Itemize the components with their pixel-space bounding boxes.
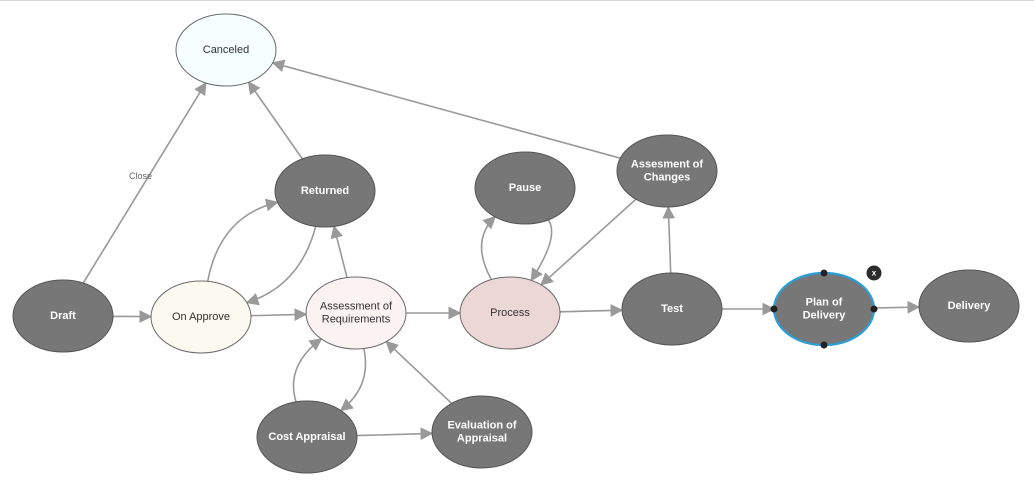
edge-draft-to-canceled[interactable] bbox=[83, 83, 206, 283]
node-label-eval-appraisal-line-1: Evaluation of bbox=[447, 419, 516, 431]
node-label-eval-appraisal-line-2: Appraisal bbox=[457, 432, 507, 444]
node-label-assessment-changes-line-2: Changes bbox=[644, 171, 690, 183]
node-delivery[interactable]: Delivery bbox=[919, 270, 1019, 342]
edge-assessment-req-to-returned[interactable] bbox=[334, 226, 347, 277]
node-on-approve[interactable]: On Approve bbox=[151, 281, 251, 353]
edge-cost-appraisal-to-assessment-req[interactable] bbox=[294, 339, 322, 402]
node-label-cost-appraisal: Cost Appraisal bbox=[268, 431, 345, 443]
edge-returned-to-canceled[interactable] bbox=[249, 82, 303, 159]
node-test[interactable]: Test bbox=[622, 273, 722, 345]
node-label-draft: Draft bbox=[50, 310, 76, 322]
edge-process-to-test[interactable] bbox=[560, 310, 622, 312]
node-process[interactable]: Process bbox=[460, 277, 560, 349]
node-label-plan-delivery-line-2: Delivery bbox=[803, 309, 847, 321]
node-label-canceled: Canceled bbox=[203, 44, 249, 56]
node-returned[interactable]: Returned bbox=[275, 155, 375, 227]
edge-returned-to-on-approve[interactable] bbox=[247, 226, 316, 302]
edge-pause-to-process[interactable] bbox=[531, 220, 551, 281]
node-label-assessment-req-line-2: Requirements bbox=[322, 313, 391, 325]
delete-node-button[interactable]: x bbox=[867, 266, 882, 281]
node-canceled[interactable]: Canceled bbox=[176, 14, 276, 86]
edge-assessment-req-to-cost-appraisal[interactable] bbox=[341, 349, 366, 411]
node-label-test: Test bbox=[661, 303, 683, 315]
edge-eval-appraisal-to-assessment-req[interactable] bbox=[386, 342, 451, 404]
edge-plan-delivery-to-delivery[interactable] bbox=[874, 307, 919, 308]
resize-handle-top[interactable] bbox=[821, 270, 828, 277]
node-label-on-approve: On Approve bbox=[172, 311, 230, 323]
edge-on-approve-to-returned[interactable] bbox=[208, 202, 278, 281]
edge-test-to-assessment-changes[interactable] bbox=[668, 207, 670, 273]
node-label-returned: Returned bbox=[301, 185, 349, 197]
edge-cost-appraisal-to-eval-appraisal[interactable] bbox=[357, 433, 432, 435]
node-cost-appraisal[interactable]: Cost Appraisal bbox=[257, 401, 357, 473]
edge-label-draft-to-canceled: Close bbox=[129, 171, 152, 181]
node-label-assessment-changes-line-1: Assesment of bbox=[631, 158, 703, 170]
node-draft[interactable]: Draft bbox=[13, 280, 113, 352]
node-label-plan-delivery-line-1: Plan of bbox=[806, 296, 843, 308]
edges-layer bbox=[83, 63, 919, 436]
edge-process-to-pause[interactable] bbox=[482, 217, 496, 280]
node-pause[interactable]: Pause bbox=[475, 152, 575, 224]
resize-handle-left[interactable] bbox=[771, 306, 778, 313]
resize-handle-right[interactable] bbox=[871, 306, 878, 313]
resize-handle-bottom[interactable] bbox=[821, 342, 828, 349]
node-label-assessment-req-line-1: Assessment of bbox=[320, 300, 393, 312]
edge-assessment-changes-to-canceled[interactable] bbox=[273, 63, 621, 158]
edge-labels-layer: Close bbox=[129, 171, 152, 181]
delete-node-label: x bbox=[872, 269, 877, 278]
edge-on-approve-to-assessment-req[interactable] bbox=[251, 314, 306, 315]
node-label-pause: Pause bbox=[509, 182, 541, 194]
node-label-process: Process bbox=[490, 307, 530, 319]
node-label-delivery: Delivery bbox=[948, 300, 992, 312]
